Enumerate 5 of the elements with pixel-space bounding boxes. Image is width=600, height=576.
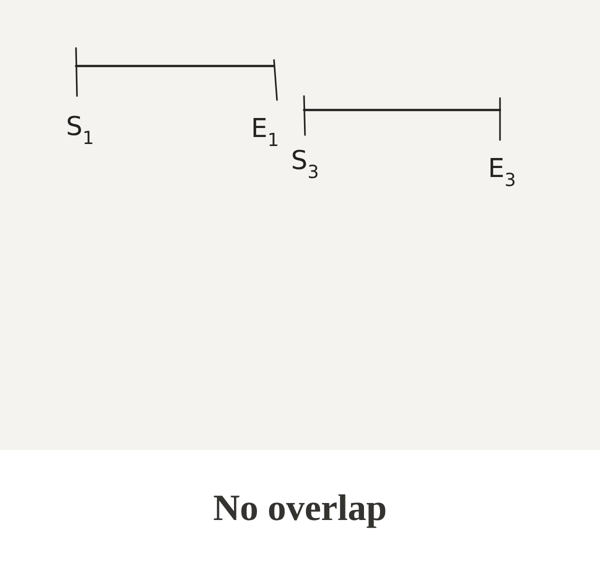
endpoint-label: S$_{1}$ <box>66 114 94 148</box>
caption: No overlap <box>213 488 387 529</box>
endpoint-label: E$_{1}$ <box>251 116 279 150</box>
endpoint-label: S$_{3}$ <box>291 148 319 182</box>
endpoint-label: E$_{3}$ <box>488 156 516 190</box>
